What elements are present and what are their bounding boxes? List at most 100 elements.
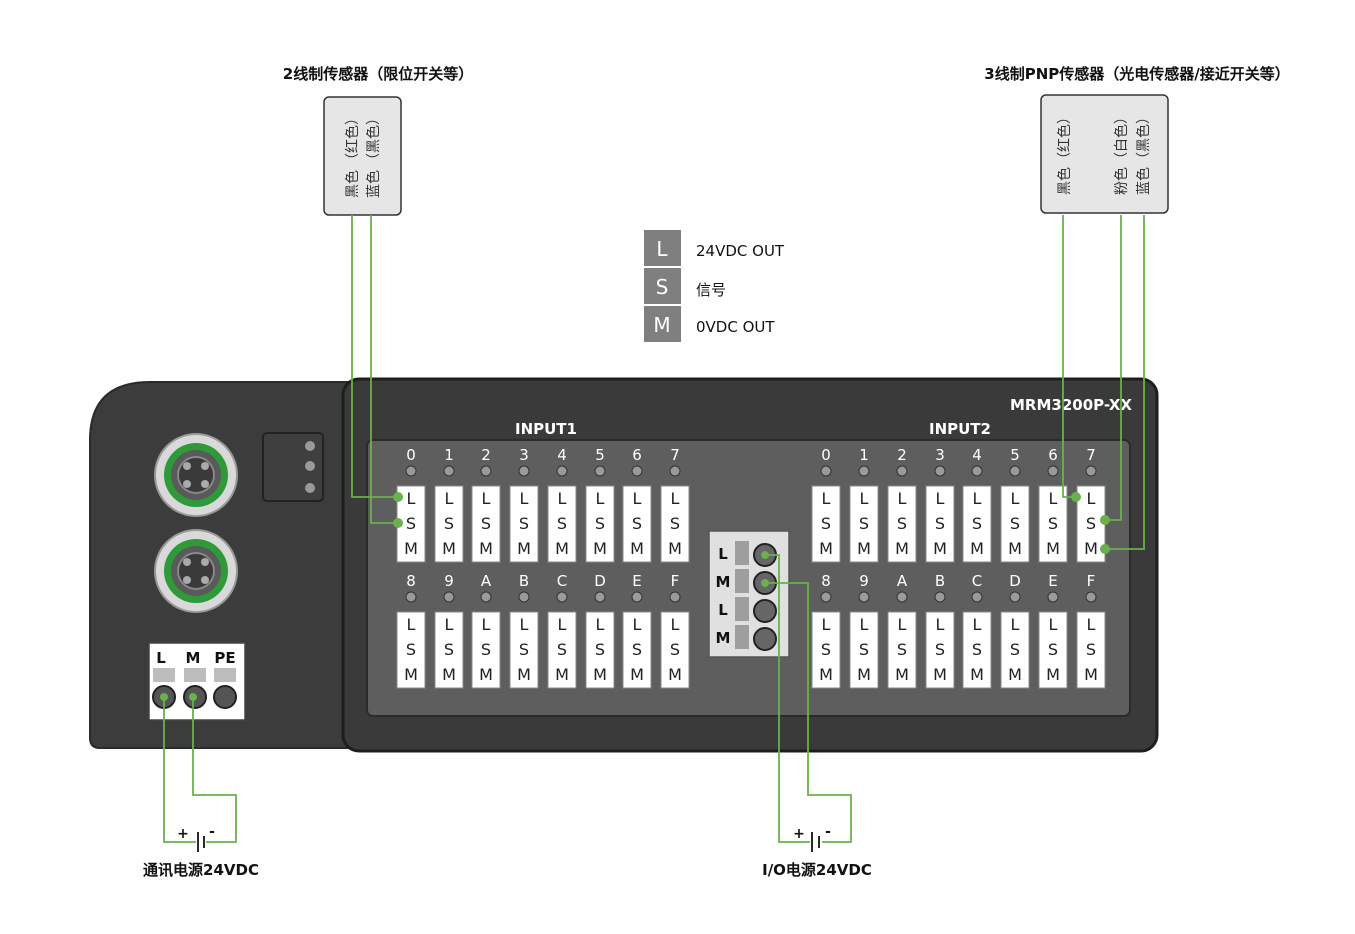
- input2-top-terminal-2-m: M: [895, 539, 909, 558]
- m12-connector-1[interactable]: [154, 433, 238, 517]
- io-power-terminal[interactable]: L M L M: [708, 530, 790, 658]
- input1-bottom-led-A: [480, 591, 492, 603]
- input2-bottom-led-C: [971, 591, 983, 603]
- input2-bottom-terminal-B[interactable]: [925, 611, 955, 689]
- input1-top-terminal-2[interactable]: [471, 485, 501, 563]
- input1-top-led-3: [518, 465, 530, 477]
- input2-top-terminal-4[interactable]: [962, 485, 992, 563]
- sensor-left-wire-1-color-bottom: 蓝色: [365, 170, 382, 198]
- power-terminal[interactable]: L M PE: [148, 642, 246, 721]
- input2-bottom-terminal-A[interactable]: [887, 611, 917, 689]
- input1-top-terminal-3-s: S: [519, 514, 529, 533]
- input1-bottom-terminal-B[interactable]: [509, 611, 539, 689]
- input1-top-terminal-4[interactable]: [547, 485, 577, 563]
- input2-bottom-terminal-E[interactable]: [1038, 611, 1068, 689]
- m12-connector-2[interactable]: [154, 529, 238, 613]
- input2-bottom-terminal-D-m: M: [1008, 665, 1022, 684]
- input2-bottom-led-9: [858, 591, 870, 603]
- input2-bottom-terminal-C[interactable]: [962, 611, 992, 689]
- input1-top-terminal-7[interactable]: [660, 485, 690, 563]
- input1-bottom-led-B: [518, 591, 530, 603]
- input1-top-led-0: [405, 465, 417, 477]
- input1-bottom-terminal-F[interactable]: [660, 611, 690, 689]
- input2-top-terminal-6-l: L: [1049, 489, 1058, 508]
- input2-top-terminal-6[interactable]: [1038, 485, 1068, 563]
- input2-bottom-terminal-D-s: S: [1010, 640, 1020, 659]
- input2-bottom-terminal-A-s: S: [897, 640, 907, 659]
- input1-bottom-terminal-E-m: M: [630, 665, 644, 684]
- input2-bottom-terminal-F[interactable]: [1076, 611, 1106, 689]
- legend-key-s: S: [656, 275, 669, 299]
- input2-top-led-3: [934, 465, 946, 477]
- input1-top-terminal-5[interactable]: [585, 485, 615, 563]
- legend-key-bg-l: [644, 230, 681, 266]
- input2-top-terminal-4-s: S: [972, 514, 982, 533]
- input2-bottom-led-E: [1047, 591, 1059, 603]
- input2-top-terminal-4-l: L: [973, 489, 982, 508]
- legend: L S M 24VDC OUT 信号 0VDC OUT: [644, 230, 785, 342]
- input2-top-terminal-1[interactable]: [849, 485, 879, 563]
- input1-bottom-terminal-A-l: L: [482, 615, 491, 634]
- power-terminal-label-pe: PE: [214, 649, 235, 667]
- io-terminal-label-3: L: [718, 601, 728, 619]
- battery-io-plus: +: [793, 826, 805, 842]
- sensor-right-wire-2-color-bottom: 蓝色: [1135, 167, 1152, 195]
- input1-bottom-terminal-D-l: L: [596, 615, 605, 634]
- input2-top-channel-number-2: 2: [897, 446, 907, 464]
- input1-bottom-terminal-8[interactable]: [396, 611, 426, 689]
- input1-bottom-terminal-A-s: S: [481, 640, 491, 659]
- input2-top-led-2: [896, 465, 908, 477]
- input2-bottom-terminal-E-m: M: [1046, 665, 1060, 684]
- input2-top-terminal-1-l: L: [860, 489, 869, 508]
- input1-bottom-terminal-8-l: L: [407, 615, 416, 634]
- sensor-right-wire-labels: （红色）黑色（白色）粉色（黑色）蓝色: [1056, 110, 1152, 195]
- input1-top-terminal-3[interactable]: [509, 485, 539, 563]
- input1-top-channel-number-4: 4: [557, 446, 567, 464]
- input2-top-terminal-3[interactable]: [925, 485, 955, 563]
- input1-bottom-terminal-C[interactable]: [547, 611, 577, 689]
- input2-top-terminal-5[interactable]: [1000, 485, 1030, 563]
- input1-bottom-led-9: [443, 591, 455, 603]
- input2-bottom-led-F: [1085, 591, 1097, 603]
- input1-bottom-terminal-F-s: S: [670, 640, 680, 659]
- input1-bottom-terminal-E-s: S: [632, 640, 642, 659]
- device: MRM3200P-XX INPUT1 INPUT2 L: [89, 377, 1159, 753]
- input1-top-terminal-2-l: L: [482, 489, 491, 508]
- input1-bottom-terminal-D-s: S: [595, 640, 605, 659]
- input1-bottom-terminal-E[interactable]: [622, 611, 652, 689]
- input1-bottom-channel-number-E: E: [632, 572, 641, 590]
- sensor-right-title: 3线制PNP传感器（光电传感器/接近开关等）: [984, 65, 1289, 83]
- input2-bottom-terminal-D[interactable]: [1000, 611, 1030, 689]
- input1-top-terminal-5-m: M: [593, 539, 607, 558]
- io-terminal-label-1: L: [718, 545, 728, 563]
- input2-top-channel-number-6: 6: [1048, 446, 1058, 464]
- input1-bottom-led-F: [669, 591, 681, 603]
- input1-top-channel-number-0: 0: [406, 446, 416, 464]
- input2-bottom-terminal-8[interactable]: [811, 611, 841, 689]
- legend-key-m: M: [653, 313, 670, 337]
- input1-bottom-terminal-A[interactable]: [471, 611, 501, 689]
- input1-top-terminal-1[interactable]: [434, 485, 464, 563]
- input1-top-channel-number-5: 5: [595, 446, 605, 464]
- input1-bottom-terminal-E-l: L: [633, 615, 642, 634]
- input2-top-channel-number-7: 7: [1086, 446, 1096, 464]
- input2-bottom-terminal-F-l: L: [1087, 615, 1096, 634]
- input2-top-terminal-2[interactable]: [887, 485, 917, 563]
- input2-bottom-led-A: [896, 591, 908, 603]
- sensor-right-box: [1040, 94, 1169, 214]
- input1-bottom-terminal-B-s: S: [519, 640, 529, 659]
- input2-top-terminal-0[interactable]: [811, 485, 841, 563]
- wire-io-plus: [765, 554, 810, 843]
- input1-top-terminal-6[interactable]: [622, 485, 652, 563]
- input2-bottom-terminal-B-s: S: [935, 640, 945, 659]
- input2-bottom-channel-number-D: D: [1009, 572, 1021, 590]
- input2-bottom-terminal-9[interactable]: [849, 611, 879, 689]
- input1-bottom-terminal-D[interactable]: [585, 611, 615, 689]
- input2-top-channel-number-0: 0: [821, 446, 831, 464]
- wire-right-sensor-s: [1105, 215, 1122, 521]
- input1-bottom-terminal-9[interactable]: [434, 611, 464, 689]
- input1-top-led-5: [594, 465, 606, 477]
- input2-top-channel-number-3: 3: [935, 446, 945, 464]
- input2-top-led-7: [1085, 465, 1097, 477]
